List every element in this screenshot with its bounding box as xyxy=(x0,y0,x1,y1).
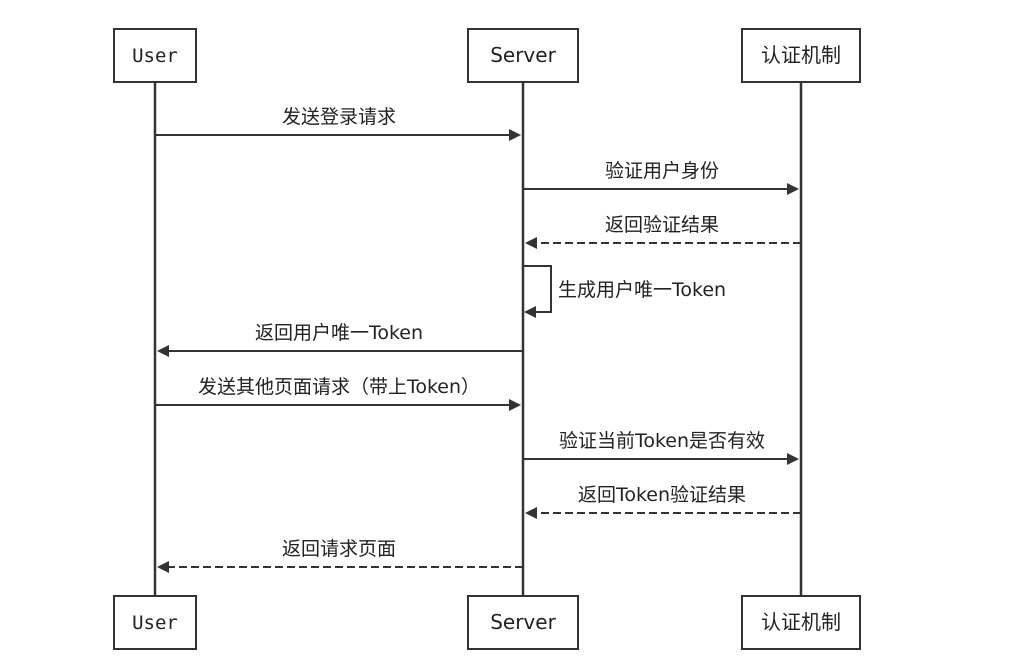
message-7: 验证当前Token是否有效 xyxy=(523,430,799,465)
participant-box xyxy=(741,595,861,650)
lifelines xyxy=(153,82,803,596)
message-label: 返回Token验证结果 xyxy=(578,484,746,506)
message-label: 验证用户身份 xyxy=(605,160,719,182)
message-label: 返回用户唯一Token xyxy=(255,322,423,344)
message-9: 返回请求页面 xyxy=(157,538,523,573)
participant-user-bottom: User xyxy=(113,595,197,650)
participant-box xyxy=(113,595,197,650)
participant-label: 认证机制 xyxy=(761,610,841,634)
message-3: 返回验证结果 xyxy=(525,214,801,249)
participant-box xyxy=(113,28,197,83)
arrowhead xyxy=(524,306,536,318)
message-label: 验证当前Token是否有效 xyxy=(559,430,765,452)
participant-box xyxy=(467,595,579,650)
participant-server-bottom: Server xyxy=(467,595,579,650)
participant-user-top: User xyxy=(113,28,197,83)
participant-label: 认证机制 xyxy=(761,43,841,67)
participants-bottom: User Server 认证机制 xyxy=(113,595,861,650)
arrowhead xyxy=(157,561,169,573)
participant-label: Server xyxy=(490,43,556,67)
arrowhead xyxy=(509,399,521,411)
message-label: 发送登录请求 xyxy=(282,106,396,128)
message-2: 验证用户身份 xyxy=(523,160,799,195)
message-label: 生成用户唯一Token xyxy=(558,279,726,301)
message-8: 返回Token验证结果 xyxy=(525,484,801,519)
message-label: 发送其他页面请求（带上Token） xyxy=(198,376,480,398)
participant-box xyxy=(741,28,861,83)
arrowhead xyxy=(157,345,169,357)
participant-box xyxy=(467,28,579,83)
arrowhead xyxy=(525,507,537,519)
message-6: 发送其他页面请求（带上Token） xyxy=(155,376,521,411)
arrowhead xyxy=(525,237,537,249)
arrowhead xyxy=(787,453,799,465)
message-5: 返回用户唯一Token xyxy=(157,322,523,357)
participant-auth-top: 认证机制 xyxy=(741,28,861,83)
participant-label: User xyxy=(132,45,178,67)
participant-label: Server xyxy=(490,610,556,634)
participants-top: User Server 认证机制 xyxy=(113,28,861,83)
message-label: 返回请求页面 xyxy=(282,538,396,560)
message-4: 生成用户唯一Token xyxy=(523,265,726,318)
participant-auth-bottom: 认证机制 xyxy=(741,595,861,650)
message-line xyxy=(523,265,552,313)
message-label: 返回验证结果 xyxy=(605,214,719,236)
message-1: 发送登录请求 xyxy=(155,106,521,141)
arrowhead xyxy=(509,129,521,141)
arrowhead xyxy=(787,183,799,195)
participant-server-top: Server xyxy=(467,28,579,83)
participant-label: User xyxy=(132,612,178,634)
